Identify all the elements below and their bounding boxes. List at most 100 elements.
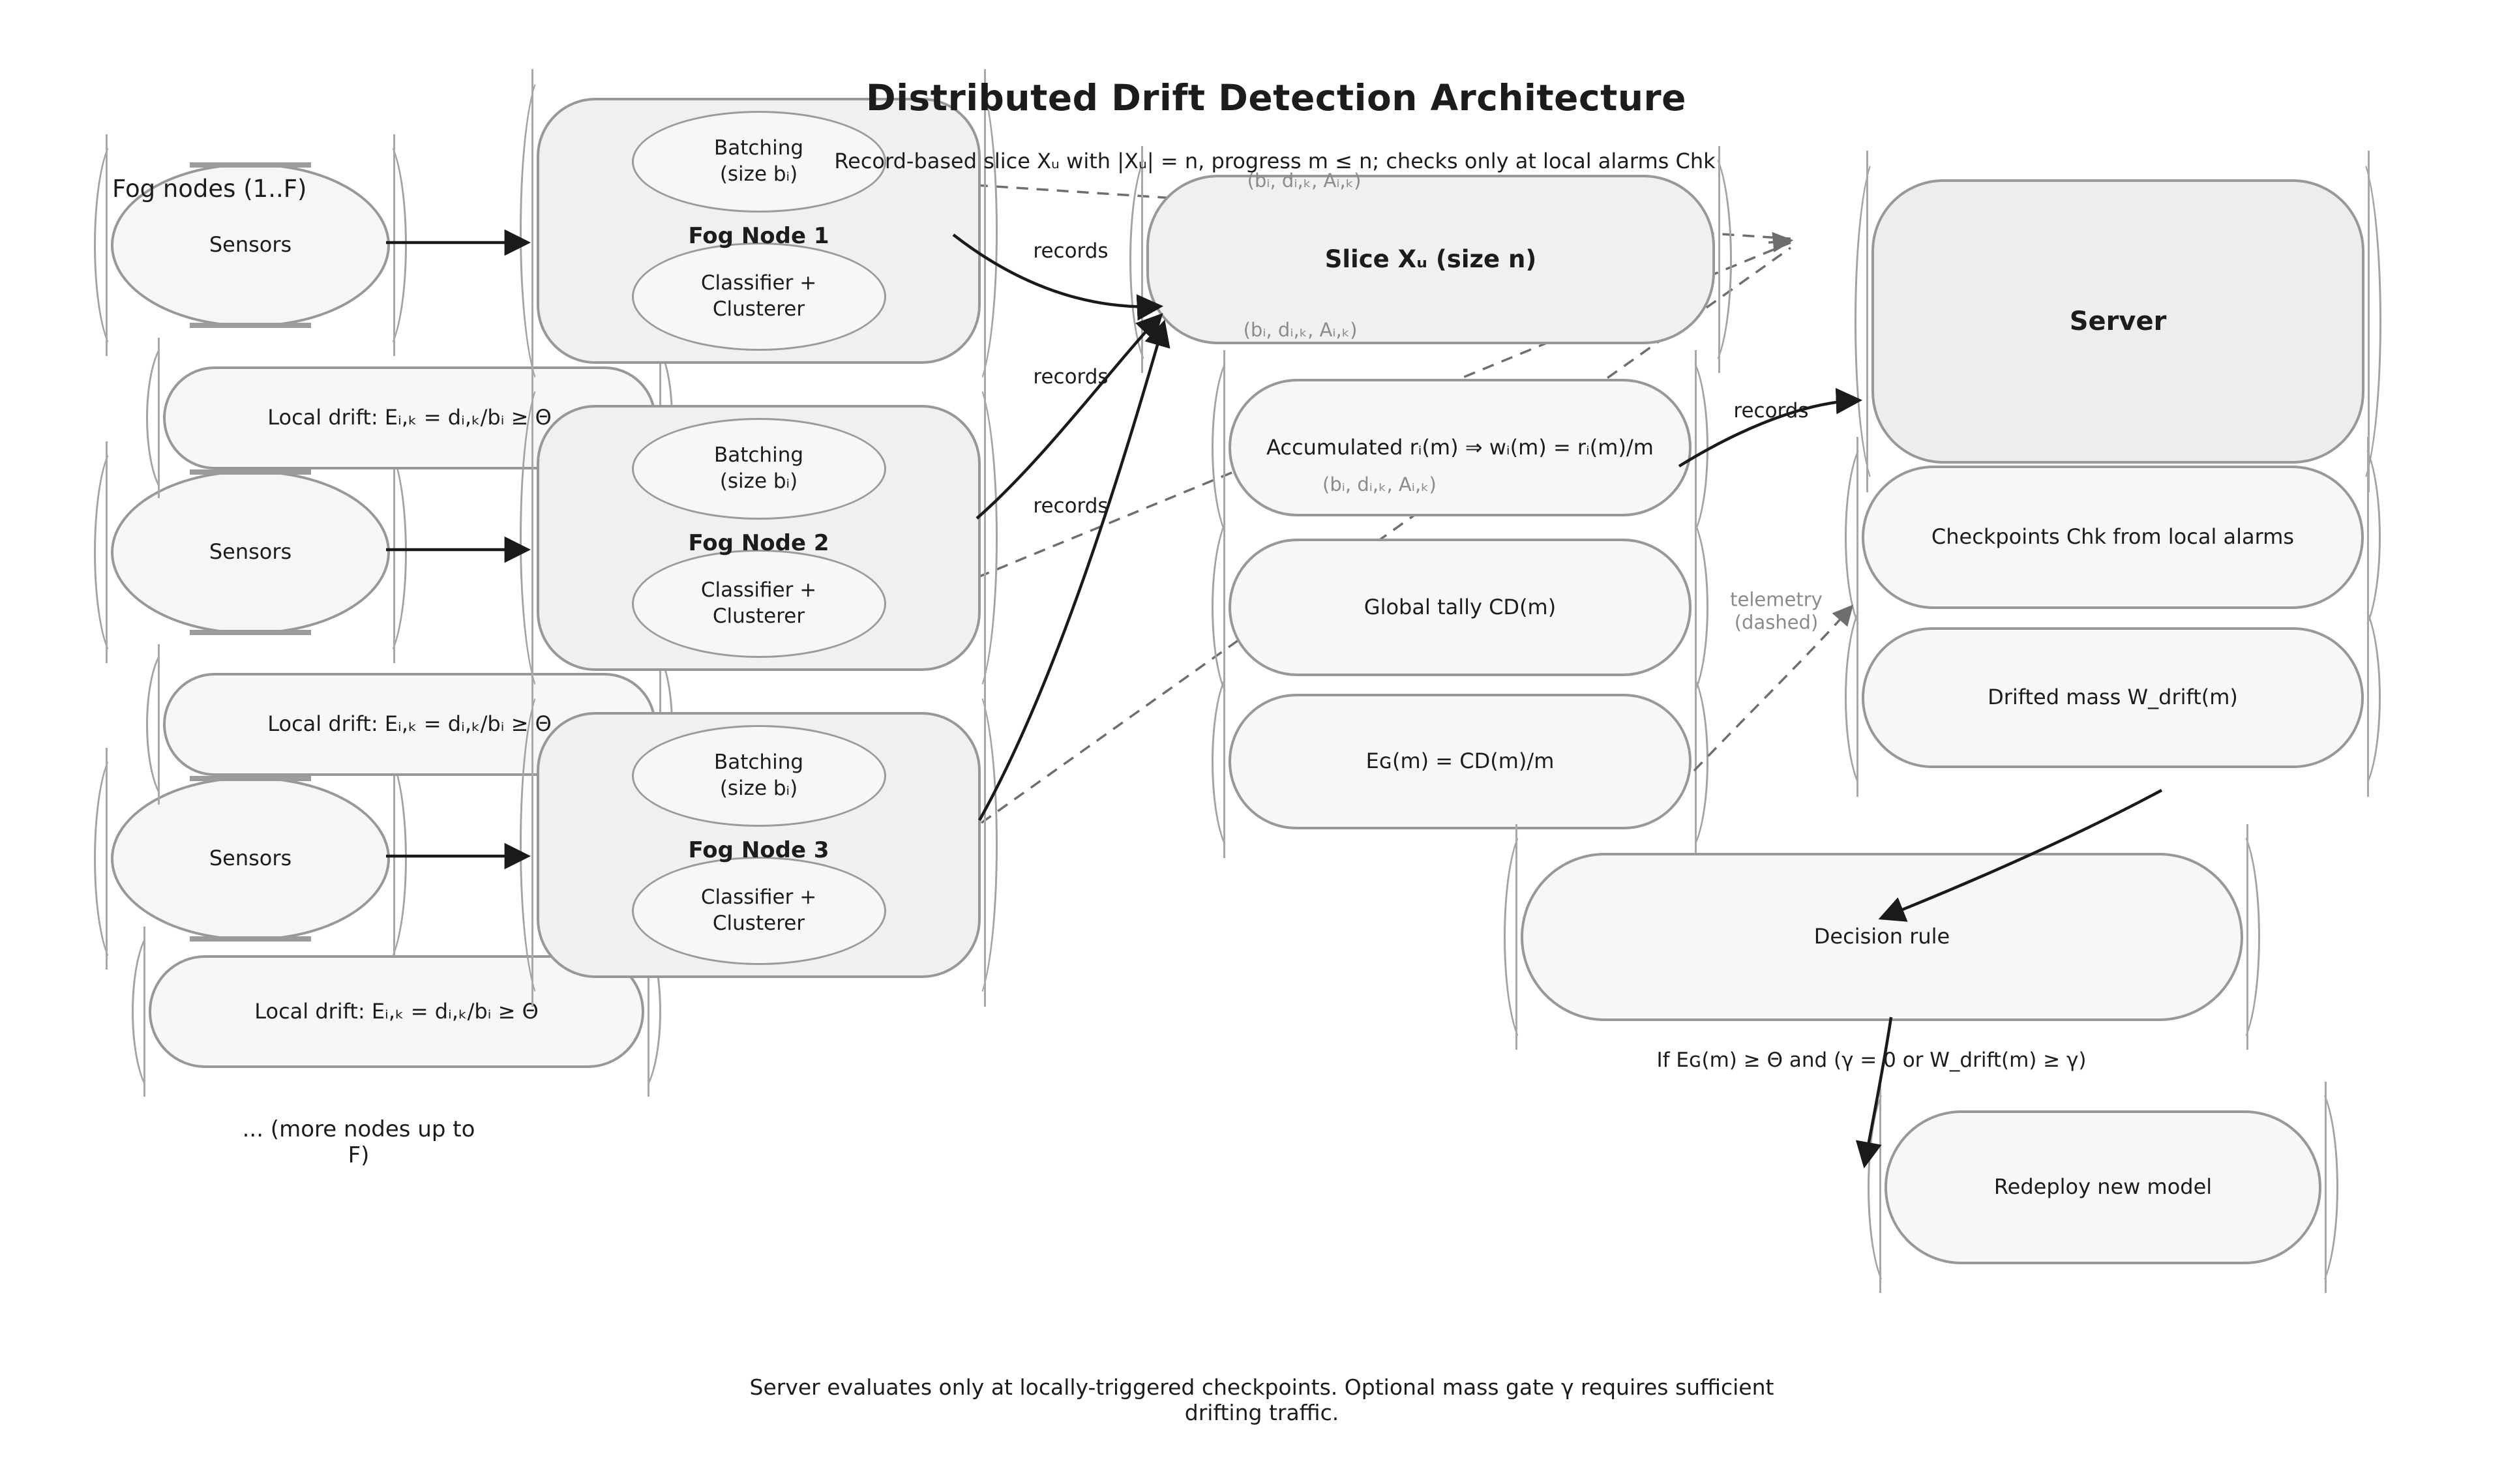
local-drift-label: Local drift: Eᵢ,ₖ = dᵢ,ₖ/bᵢ ≥ Θ — [267, 405, 552, 430]
sensor-cap-icon — [190, 162, 311, 168]
local-drift-label: Local drift: Eᵢ,ₖ = dᵢ,ₖ/bᵢ ≥ Θ — [267, 711, 552, 737]
sketch-stroke — [106, 441, 108, 663]
sketch-stroke — [1223, 665, 1225, 858]
sketch-stroke — [1223, 510, 1225, 705]
sketch-stroke — [356, 748, 407, 970]
tuple-label: (bᵢ, dᵢ,ₖ, Aᵢ,ₖ) — [1322, 473, 1437, 496]
sketch-stroke — [1212, 665, 1262, 858]
sketch-stroke — [356, 134, 407, 356]
server-label: Server — [2069, 306, 2167, 336]
sketch-stroke — [2246, 824, 2248, 1050]
sketch-stroke — [1658, 665, 1708, 858]
clusterer-label: Clusterer — [712, 912, 805, 935]
sketch-stroke — [1223, 350, 1225, 545]
sketch-stroke — [1141, 146, 1143, 373]
sketch-stroke — [2367, 599, 2369, 797]
sketch-stroke — [2330, 437, 2381, 638]
sketch-stroke — [1658, 510, 1708, 705]
sketch-stroke — [158, 338, 160, 498]
node-drifted-mass: Drifted mass W_drift(m) — [1845, 599, 2381, 797]
sketch-stroke — [531, 69, 533, 393]
sketch-stroke — [1718, 146, 1720, 373]
sensors-label: Sensors — [209, 846, 292, 871]
sketch-stroke — [1856, 437, 1858, 638]
node-sensors-3: Sensors — [94, 748, 407, 970]
node-fog-2: Batching (size bᵢ) Fog Node 2 Classifier… — [520, 376, 998, 700]
sketch-stroke — [1855, 151, 1905, 492]
sketch-stroke — [1695, 510, 1697, 705]
sketch-stroke — [1856, 599, 1858, 797]
decision-condition-label: If Eɢ(m) ≥ Θ and (γ = 0 or W_drift(m) ≥ … — [1656, 1048, 2087, 1072]
figure-caption: Server evaluates only at locally-trigger… — [749, 1374, 1774, 1425]
fog-group-label: Fog nodes (1..F) — [112, 175, 307, 203]
node-fog-1: Batching (size bᵢ) Fog Node 1 Classifier… — [520, 69, 998, 393]
sketch-stroke — [1681, 146, 1732, 373]
sketch-stroke — [158, 644, 160, 805]
sketch-stroke — [2209, 824, 2260, 1050]
node-global-tally: Global tally CD(m) — [1212, 510, 1708, 705]
sketch-stroke — [1504, 824, 1555, 1050]
sketch-stroke — [1212, 510, 1262, 705]
node-server: Server — [1855, 151, 2381, 492]
edge-label-records-4: records — [1733, 399, 1809, 423]
node-fog-3: Batching (size bᵢ) Fog Node 3 Classifier… — [520, 683, 998, 1007]
global-tally-label: Global tally CD(m) — [1364, 594, 1557, 619]
sensor-cap-icon — [190, 776, 311, 781]
sketch-stroke — [2331, 151, 2381, 492]
sketch-stroke — [1866, 151, 1868, 492]
edge-label-records-3: records — [1033, 494, 1109, 518]
sketch-stroke — [1212, 350, 1262, 545]
page-title: Distributed Drift Detection Architecture — [866, 77, 1686, 119]
local-drift-label: Local drift: Eᵢ,ₖ = dᵢ,ₖ/bᵢ ≥ Θ — [254, 998, 539, 1024]
sketch-stroke — [106, 134, 108, 356]
redeploy-label: Redeploy new model — [1993, 1174, 2213, 1200]
sketch-stroke — [1129, 146, 1180, 373]
sketch-stroke — [1515, 824, 1517, 1050]
sketch-stroke — [1845, 599, 1896, 797]
node-classifier-1: Classifier + Clusterer — [631, 243, 886, 351]
sensor-cap-icon — [190, 323, 311, 328]
node-classifier-2: Classifier + Clusterer — [631, 550, 886, 658]
fog-node-title: Fog Node 1 — [688, 223, 829, 249]
sketch-stroke — [356, 441, 407, 663]
sketch-stroke — [393, 441, 395, 663]
edge-label-records-1: records — [1033, 239, 1109, 263]
sketch-stroke — [1695, 665, 1697, 858]
edge-telemetry-converge-arrow — [1768, 231, 1794, 253]
drifted-mass-label: Drifted mass W_drift(m) — [1988, 685, 2238, 710]
node-decision-rule: Decision rule — [1504, 824, 2260, 1050]
edge-label-tuple-1: (bᵢ, dᵢ,ₖ, Aᵢ,ₖ) — [1247, 170, 1362, 192]
edge-records-fog2-slice — [976, 313, 1163, 520]
checkpoints-label: Checkpoints Chk from local alarms — [1931, 524, 2295, 550]
edge-label-records-2: records — [1033, 365, 1109, 389]
classifier-label: Classifier + — [700, 885, 817, 910]
slice-annotation: Record-based slice Xᵤ with |Xᵤ| = n, pro… — [834, 149, 1716, 173]
accumulated-label: Accumulated rᵢ(m) ⇒ wᵢ(m) = rᵢ(m)/m — [1266, 434, 1654, 460]
slice-label: Slice Xᵤ (size n) — [1324, 245, 1537, 273]
batching-size-label: (size bᵢ) — [719, 162, 798, 186]
fog-node-title: Fog Node 3 — [688, 837, 829, 863]
batching-label: Batching — [713, 443, 804, 467]
sensor-cap-icon — [190, 469, 311, 475]
node-redeploy: Redeploy new model — [1868, 1082, 2338, 1293]
node-eg: Eɢ(m) = CD(m)/m — [1212, 665, 1708, 858]
node-batching-3: Batching (size bᵢ) — [631, 725, 886, 827]
eg-label: Eɢ(m) = CD(m)/m — [1365, 749, 1555, 774]
decision-rule-label: Decision rule — [1813, 924, 1950, 949]
classifier-label: Classifier + — [700, 271, 817, 295]
sketch-stroke — [2368, 151, 2370, 492]
sketch-stroke — [984, 683, 986, 1007]
sketch-stroke — [984, 376, 986, 700]
node-slice: Slice Xᵤ (size n) — [1129, 146, 1732, 373]
batching-size-label: (size bᵢ) — [719, 469, 798, 493]
node-classifier-3: Classifier + Clusterer — [631, 857, 886, 965]
batching-label: Batching — [713, 136, 804, 160]
edge-label-telemetry: telemetry (dashed) — [1730, 588, 1823, 634]
sketch-stroke — [1868, 1082, 1918, 1293]
more-nodes-note: ... (more nodes up to F) — [242, 1116, 475, 1168]
clusterer-label: Clusterer — [712, 297, 805, 321]
sketch-stroke — [94, 134, 145, 356]
node-batching-1: Batching (size bᵢ) — [631, 111, 886, 213]
edge-label-tuple-2: (bᵢ, dᵢ,ₖ, Aᵢ,ₖ) — [1243, 319, 1358, 341]
